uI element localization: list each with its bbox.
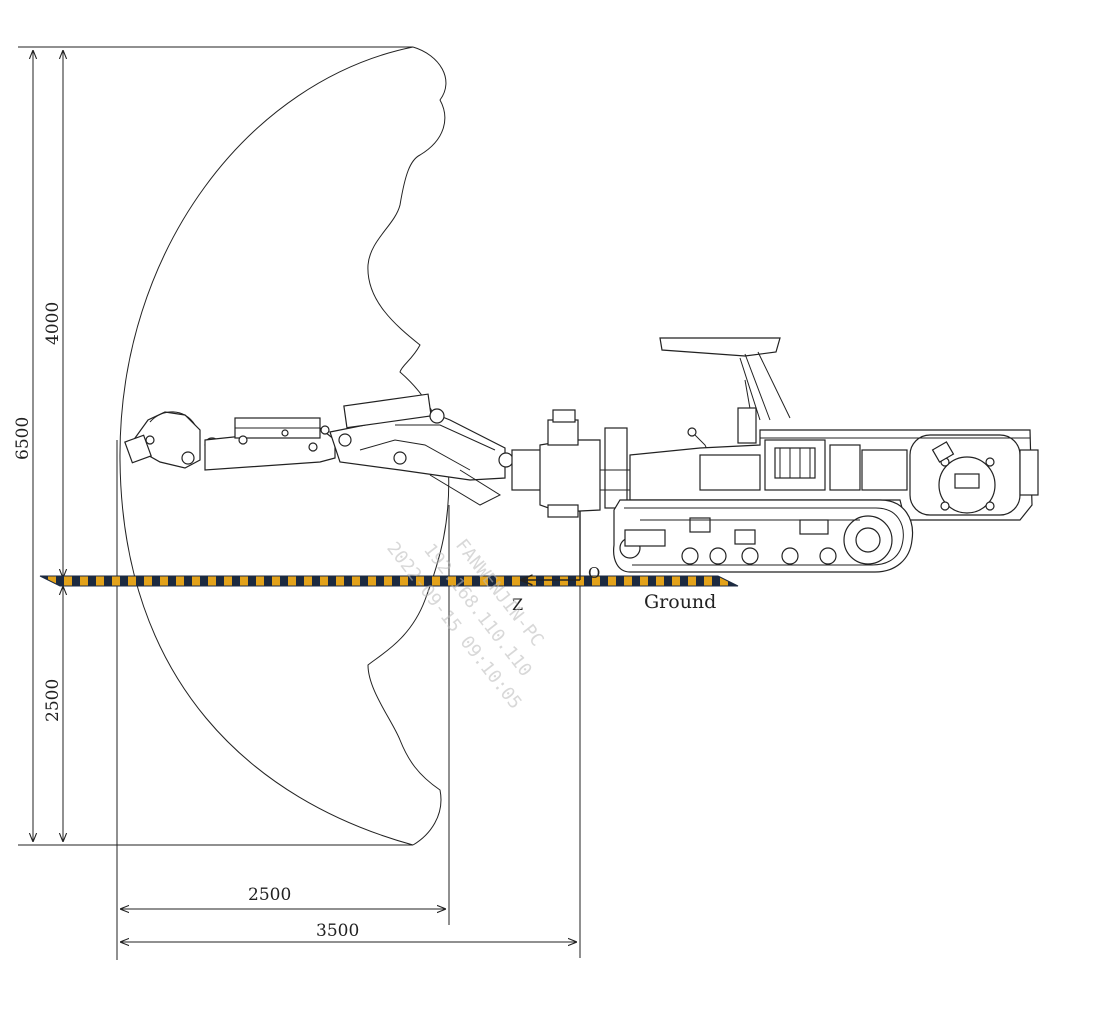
dim-upper-height: 4000	[43, 302, 63, 345]
ground-strip	[39, 575, 739, 587]
horizontal-dimensions: 2500 3500	[116, 440, 581, 960]
dim-total-height: 6500	[13, 417, 33, 460]
dim-lower-height: 2500	[43, 679, 63, 722]
dim-reach-outer: 3500	[316, 921, 359, 941]
canopy	[659, 337, 781, 357]
axis-z-label: Z	[512, 595, 523, 614]
vertical-dimensions: 6500 4000 2500	[13, 50, 63, 842]
dim-reach-inner: 2500	[248, 885, 291, 905]
crawler-track	[613, 499, 914, 573]
boom-arm	[124, 393, 640, 518]
cutting-envelope	[18, 46, 450, 846]
watermark: FANWENJIN-PC 192.168.110.110 2022-09-15 …	[382, 535, 547, 713]
machine-body	[629, 337, 1039, 521]
ground: Ground	[39, 575, 739, 613]
ground-label: Ground	[644, 591, 716, 613]
origin-label: O	[588, 564, 600, 582]
